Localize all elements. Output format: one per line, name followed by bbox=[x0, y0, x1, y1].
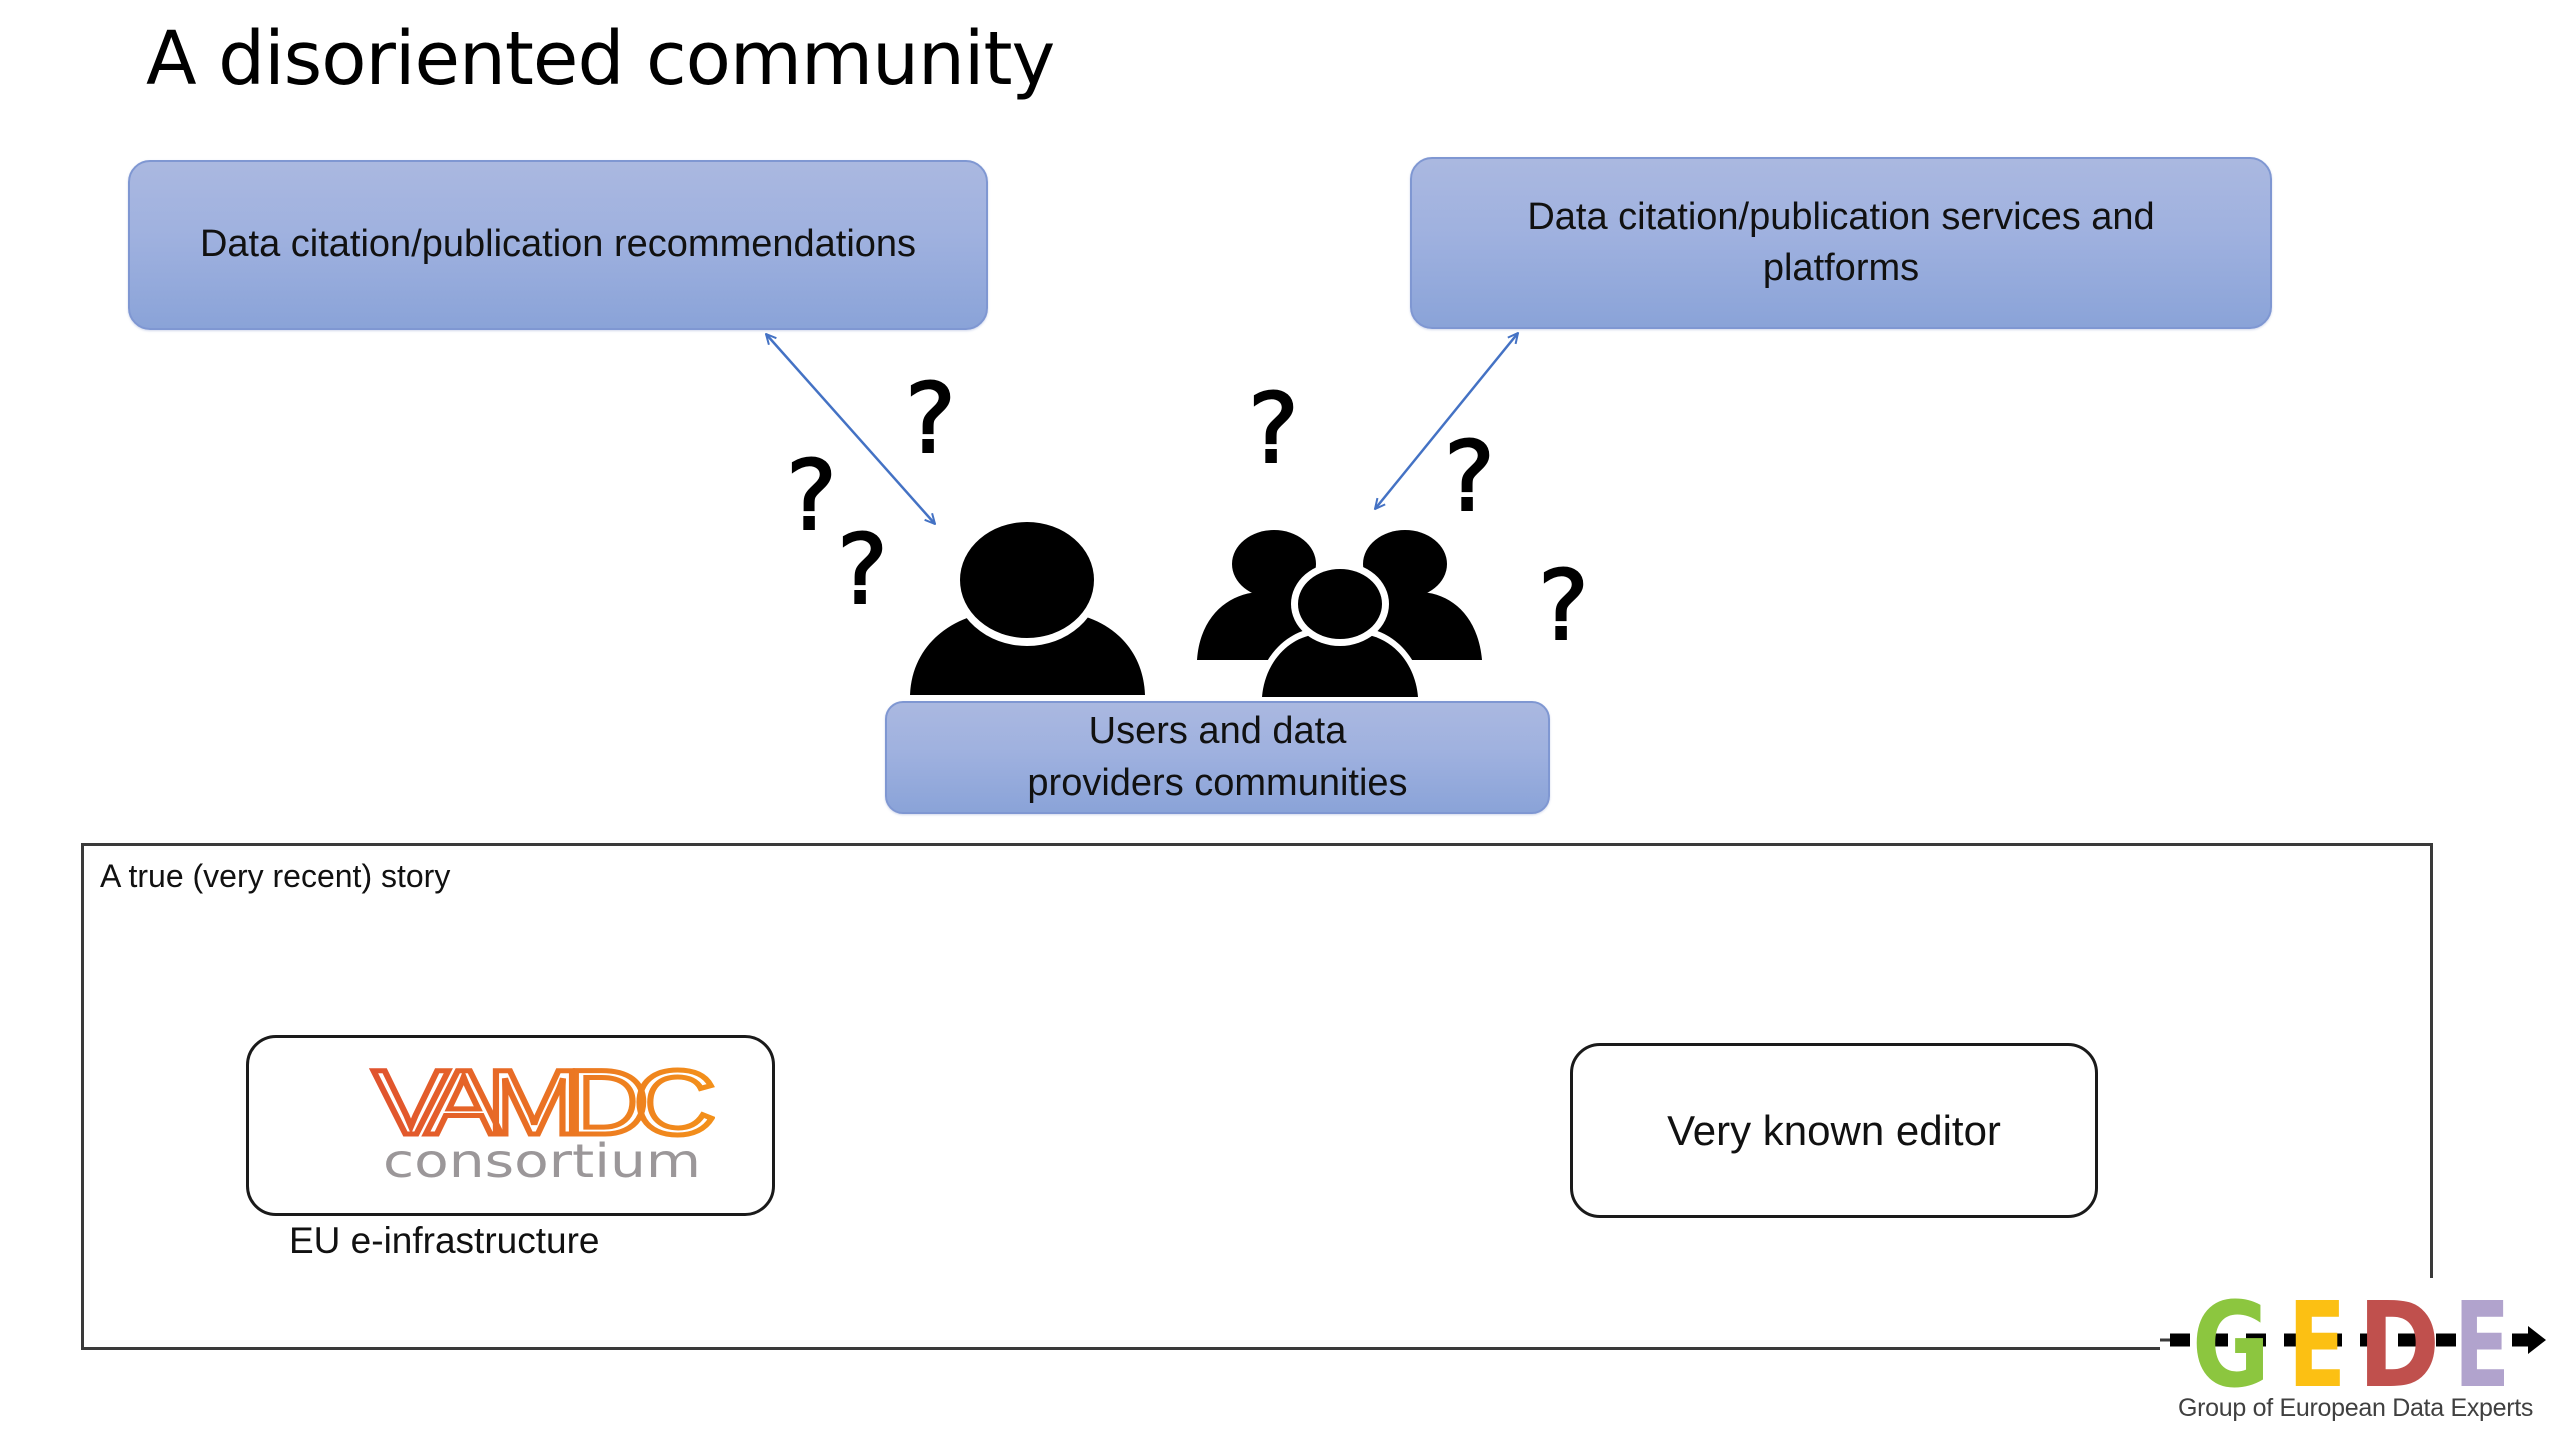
gede-letter-e: E bbox=[2454, 1278, 2510, 1414]
user-icon bbox=[910, 514, 1145, 695]
slide-title: A disoriented community bbox=[146, 16, 1055, 102]
services-platforms-box: Data citation/publication services and p… bbox=[1410, 157, 2272, 329]
question-mark-icon: ? bbox=[785, 440, 838, 552]
gede-logo: G E D E bbox=[2160, 1278, 2546, 1414]
question-mark-icon: ? bbox=[1443, 421, 1496, 533]
gede-letter-d: D bbox=[2358, 1278, 2440, 1414]
editor-box-label: Very known editor bbox=[1667, 1106, 2001, 1154]
services-platforms-box-label: Data citation/publication services and p… bbox=[1527, 195, 2155, 289]
recommendations-box: Data citation/publication recommendation… bbox=[128, 160, 988, 330]
editor-box: Very known editor bbox=[1570, 1043, 2098, 1218]
gede-letter-e: E bbox=[2288, 1278, 2346, 1414]
question-mark-icon: ? bbox=[904, 363, 957, 475]
gede-letter-g: G bbox=[2192, 1278, 2270, 1414]
vamdc-logo: VAMDC consortium bbox=[371, 1062, 716, 1187]
users-communities-box-label: Users and data providers communities bbox=[1027, 710, 1408, 804]
story-frame bbox=[81, 843, 2433, 1350]
question-mark-icon: ? bbox=[1537, 550, 1590, 662]
user-group-icon bbox=[1197, 530, 1482, 700]
vamdc-caption: EU e-infrastructure bbox=[289, 1220, 600, 1261]
vamdc-logo-main: VAMDC bbox=[373, 1062, 712, 1154]
story-label: A true (very recent) story bbox=[100, 858, 451, 894]
gede-logo-background bbox=[2160, 1278, 2560, 1440]
vamdc-logo-sub: consortium bbox=[383, 1134, 701, 1187]
users-communities-box: Users and data providers communities bbox=[885, 701, 1550, 814]
gede-dashed-arrow bbox=[2170, 1326, 2546, 1354]
question-mark-icon: ? bbox=[836, 514, 889, 626]
recommendations-box-label: Data citation/publication recommendation… bbox=[199, 223, 917, 266]
question-mark-icon: ? bbox=[1247, 373, 1300, 485]
vamdc-box bbox=[246, 1035, 775, 1216]
gede-subtitle: Group of European Data Experts bbox=[2178, 1394, 2534, 1422]
